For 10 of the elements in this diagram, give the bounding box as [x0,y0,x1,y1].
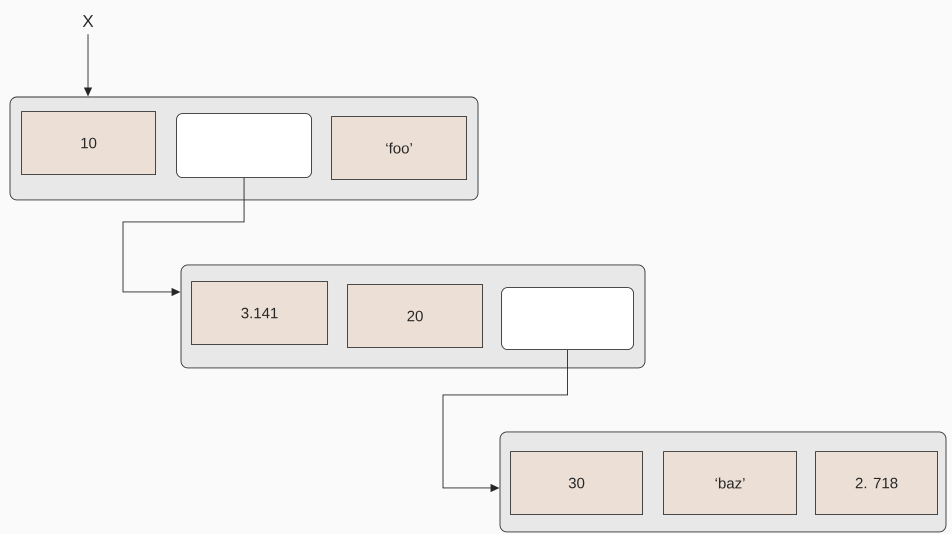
value-cell: 10 [21,111,156,175]
value-cell: 3.141 [191,281,328,345]
value-cell: ‘foo’ [331,116,467,180]
value-cell: 30 [510,451,643,515]
pointer-cell [501,287,634,350]
variable-label: X [82,15,94,27]
pointer-cell [176,113,312,178]
value-cell: 20 [347,284,483,348]
value-cell: ‘baz’ [663,451,797,515]
value-cell: 2. 718 [815,451,938,515]
